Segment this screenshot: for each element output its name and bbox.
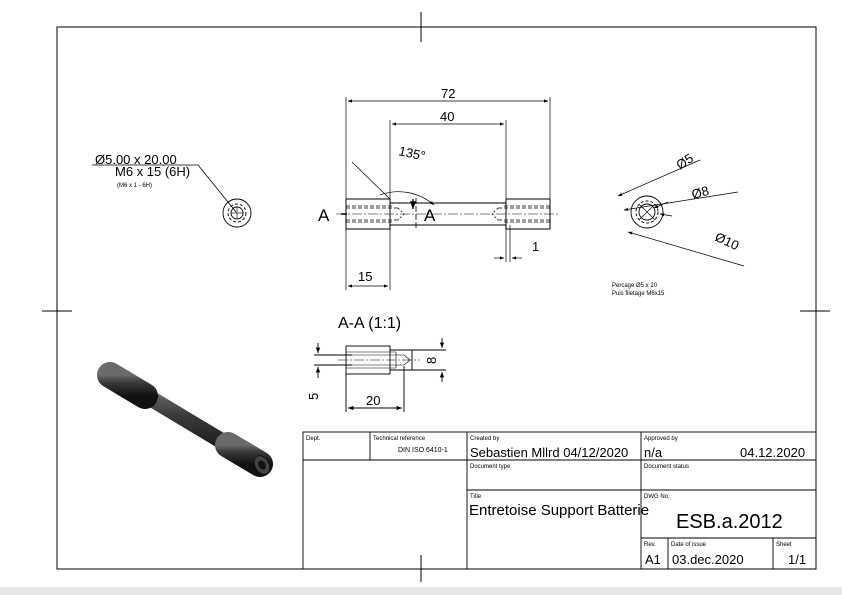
- end-view-d1: Ø5: [673, 150, 696, 172]
- tb-sheet-label: Sheet: [776, 542, 792, 548]
- hole-callout: Ø5.00 x 20.00 M6 x 15 (6H) (M6 x 1 - 6H): [92, 152, 252, 228]
- tb-dwgno-label: DWG No.: [644, 494, 670, 500]
- end-view-note-1: Percage Ø5 x 20: [612, 283, 658, 289]
- section-dim-hole: 5: [306, 393, 321, 400]
- tb-date-label: Date of issue: [671, 542, 707, 548]
- section-dim-thread: 8: [424, 357, 439, 364]
- tb-sheet-value: 1/1: [788, 552, 806, 567]
- tb-rev-label: Rev.: [644, 542, 656, 548]
- hole-callout-line1: Ø5.00 x 20.00: [95, 152, 177, 167]
- tb-doctype-label: Document type: [470, 464, 511, 470]
- end-view-note-2: Puis filetage M6x15: [612, 291, 665, 297]
- tb-title-label: Title: [470, 494, 482, 500]
- tb-title-value: Entretoise Support Batterie: [469, 502, 649, 519]
- dim-inner-length: 40: [440, 109, 454, 124]
- hole-callout-line3: (M6 x 1 - 6H): [117, 183, 152, 189]
- section-mark-left: A: [318, 206, 330, 225]
- dim-step: 1: [532, 239, 539, 254]
- hole-callout-line2: M6 x 15 (6H): [115, 164, 190, 179]
- dim-overall-length: 72: [441, 86, 455, 101]
- title-block: Dept. Technical reference DIN ISO 6410-1…: [302, 431, 817, 570]
- iso-view: [97, 362, 273, 477]
- section-mark-right: A: [424, 206, 436, 225]
- tb-approved-date: 04.12.2020: [740, 445, 805, 460]
- tb-rev-value: A1: [645, 552, 661, 567]
- tb-dept-label: Dept.: [306, 436, 321, 442]
- tb-techref-value: DIN ISO 6410-1: [398, 447, 448, 454]
- dim-shoulder-length: 15: [358, 269, 372, 284]
- tb-approved-value: n/a: [644, 445, 663, 460]
- dim-angle: 135°: [397, 143, 426, 163]
- tb-approved-label: Approved by: [644, 436, 678, 442]
- tb-dwgno-value: ESB.a.2012: [676, 511, 783, 533]
- section-view: A-A (1:1): [306, 315, 446, 412]
- tb-created-value: Sebastien Mllrd 04/12/2020: [470, 445, 628, 460]
- tb-techref-label: Technical reference: [373, 436, 426, 442]
- end-view-d2: Ø8: [690, 183, 711, 202]
- section-view-title: A-A (1:1): [338, 315, 401, 332]
- drawing-frame: [42, 12, 830, 582]
- section-dim-depth: 20: [366, 393, 380, 408]
- end-view: Ø5 Ø8 Ø10 Percage Ø5 x 20 Puis filetage …: [612, 150, 745, 297]
- tb-created-label: Created by: [470, 436, 499, 442]
- tb-date-value: 03.dec.2020: [672, 552, 744, 567]
- bottom-strip: [0, 587, 842, 595]
- side-view: A A 72 40 135° 15: [318, 86, 560, 290]
- tb-docstatus-label: Document status: [644, 464, 689, 470]
- end-view-d3: Ø10: [713, 229, 742, 253]
